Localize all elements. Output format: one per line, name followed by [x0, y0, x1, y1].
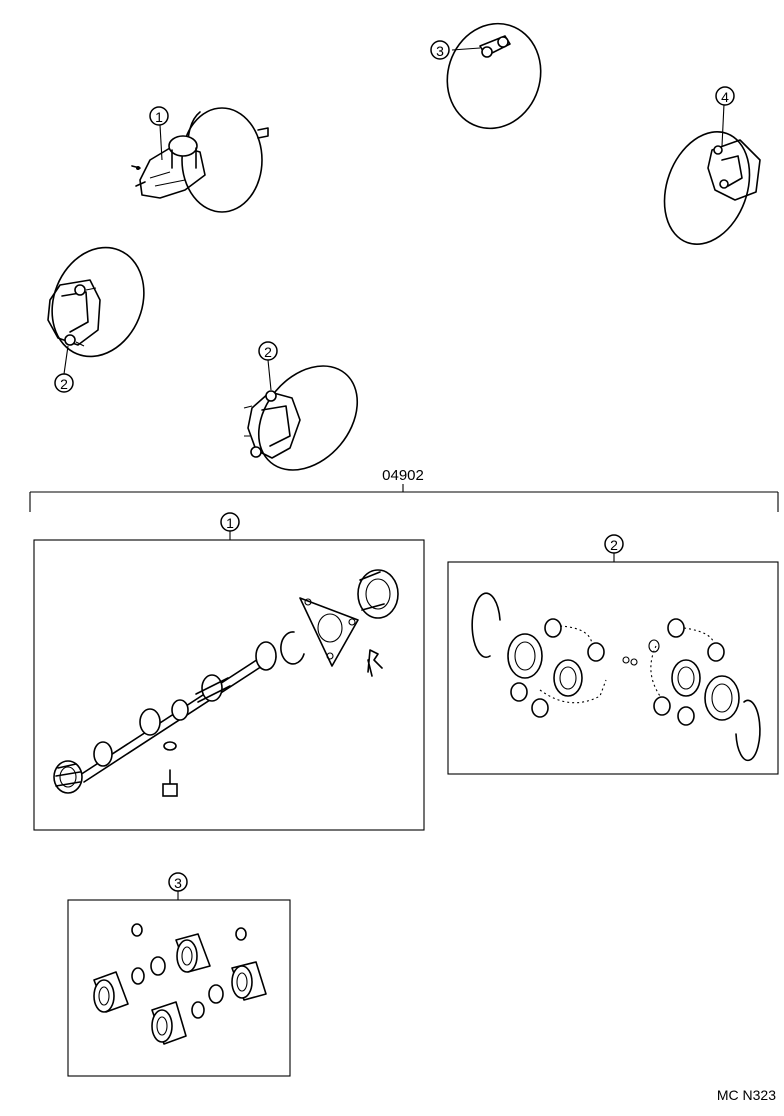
- brake-booster-master-cylinder-assembly: [131, 107, 269, 213]
- rear-wheel-cylinder-assembly: [446, 22, 542, 130]
- bleeder-cap: [235, 927, 247, 941]
- svg-text:1: 1: [226, 515, 234, 531]
- reservoir-grommet: [357, 569, 399, 619]
- kit-box-3-frame: [67, 899, 291, 1077]
- retaining-clip: [367, 649, 383, 677]
- bushing: [707, 642, 725, 662]
- kit-box-2-frame: [447, 561, 779, 775]
- spring: [53, 760, 83, 794]
- bleeder-screw: [162, 769, 178, 797]
- dust-boot: [553, 659, 583, 697]
- piston: [208, 984, 224, 1004]
- bushing: [544, 618, 562, 638]
- bushing: [587, 642, 605, 662]
- svg-text:4: 4: [721, 89, 729, 105]
- kit-bracket-line: [29, 484, 779, 512]
- svg-text:3: 3: [174, 875, 182, 891]
- piston-cup: [171, 699, 189, 721]
- bushing: [653, 696, 671, 716]
- cup: [191, 1001, 205, 1019]
- callout-2-front-caliper-left: 2: [54, 373, 74, 393]
- callout-4-rear-caliper: 4: [715, 86, 735, 106]
- bushing: [667, 618, 685, 638]
- svg-text:2: 2: [60, 376, 68, 392]
- snap-ring: [280, 631, 305, 665]
- bleeder-cap: [131, 923, 143, 937]
- kit-part-number: 04902: [382, 467, 424, 484]
- wheel-cylinder-boot: [151, 1001, 187, 1045]
- kit-box-1-frame: [33, 539, 425, 831]
- svg-text:3: 3: [436, 43, 444, 59]
- front-caliper-right-assembly: [243, 359, 359, 471]
- gasket: [299, 597, 359, 667]
- piston-cup: [255, 641, 277, 671]
- wheel-cylinder-boot: [231, 961, 267, 1001]
- svg-text:2: 2: [610, 537, 618, 553]
- callout-1-booster: 1: [149, 106, 169, 126]
- callout-3-kit-box: 3: [168, 872, 188, 900]
- piston-seal: [507, 633, 543, 679]
- piston-cup: [93, 741, 113, 767]
- caliper-repair-parts: [471, 592, 761, 762]
- piston: [150, 956, 166, 976]
- callout-2-front-caliper-right: 2: [258, 341, 278, 361]
- small-washer: [163, 741, 177, 751]
- master-cylinder-repair-parts: [53, 569, 399, 797]
- diagram-reference-code: MC N323: [717, 1087, 776, 1103]
- piston-seal: [704, 675, 740, 721]
- bushing: [510, 682, 528, 702]
- cup: [131, 967, 145, 985]
- piston-retaining-ring: [471, 592, 501, 658]
- rear-caliper-assembly: [663, 103, 761, 245]
- svg-text:2: 2: [264, 344, 272, 360]
- svg-text:1: 1: [155, 109, 163, 125]
- piston-cup: [139, 708, 161, 736]
- piston-retaining-ring: [735, 699, 761, 762]
- bushing: [531, 698, 549, 718]
- front-caliper-left-assembly: [47, 246, 145, 375]
- callout-2-kit-box: 2: [604, 534, 624, 562]
- callout-1-kit-box: 1: [220, 512, 240, 540]
- piston-cup: [201, 674, 223, 702]
- wheel-cylinder-boot: [175, 933, 211, 973]
- dust-boot: [671, 659, 701, 697]
- callout-3-wheel-cylinder: 3: [430, 40, 450, 60]
- wheel-cylinder-repair-parts: [93, 923, 267, 1045]
- bushing: [677, 706, 695, 726]
- wheel-cylinder-boot: [93, 971, 129, 1013]
